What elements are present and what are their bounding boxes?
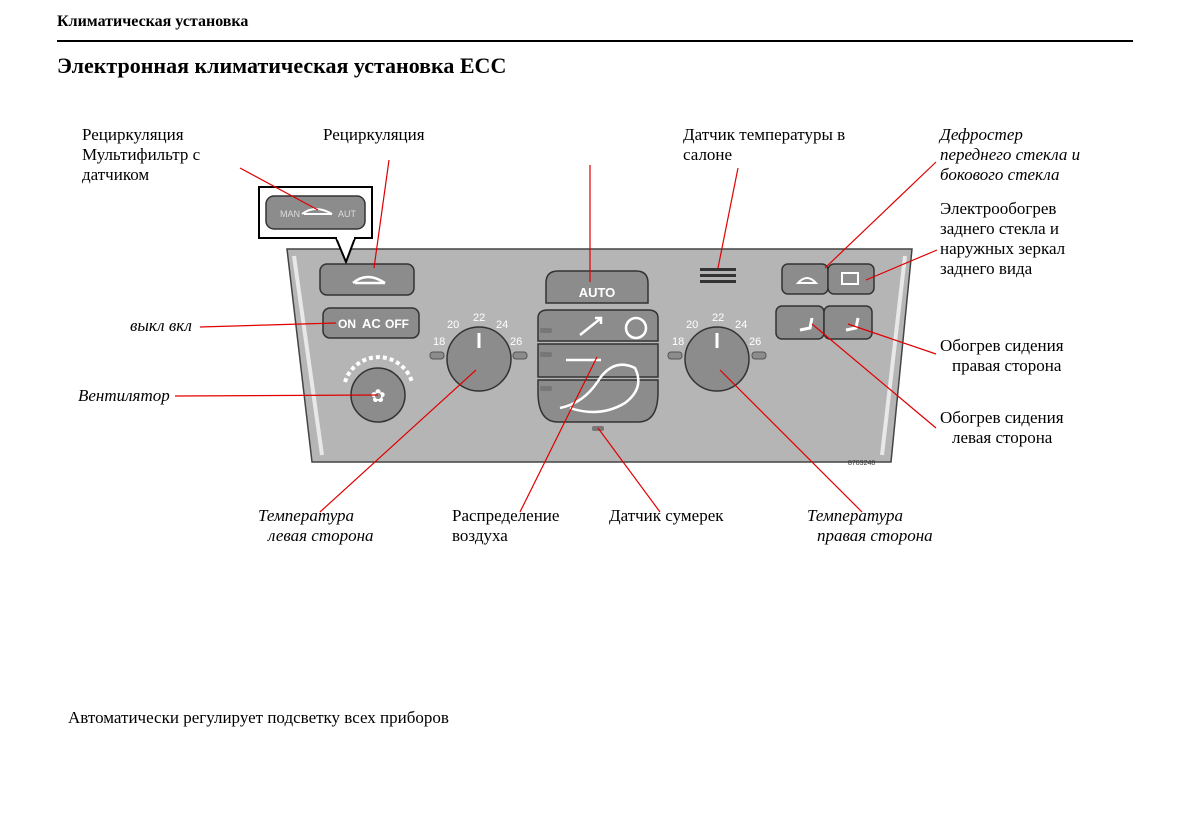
label-fan: Вентилятор: [78, 386, 170, 405]
label-seat-left: Обогрев сидения левая сторона: [940, 408, 1064, 447]
temp-right-20: 20: [686, 319, 698, 331]
part-code: 8703248: [848, 460, 875, 467]
footer-note: Автоматически регулирует подсветку всех …: [68, 708, 449, 727]
temp-right-26: 26: [749, 336, 761, 348]
header-rule: [57, 40, 1133, 42]
temp-left-22: 22: [473, 312, 485, 324]
recirc-auto-button: [265, 195, 366, 230]
temp-right-22: 22: [712, 312, 724, 324]
temp-left-26: 26: [510, 336, 522, 348]
ac-off-label: OFF: [385, 317, 409, 331]
auto-button: [545, 270, 649, 304]
temp-left-knob: [446, 326, 512, 392]
rear-heater-icon: [841, 272, 859, 285]
leader-lines: [174, 159, 938, 513]
label-air-distribution: Распределение воздуха: [452, 506, 560, 545]
label-temp-right: Температура правая сторона: [807, 506, 933, 545]
seat-left-icon: [799, 317, 814, 332]
temp-left-18: 18: [433, 336, 445, 348]
label-recirc-multifilter: Рециркуляция Мультифильтр с датчиком: [82, 125, 201, 184]
section-header: Климатическая установка: [57, 13, 249, 30]
seat-left-button: [775, 305, 825, 340]
fan-icon: ✿: [370, 386, 385, 406]
label-cabin-temp-sensor: Датчик температуры в салоне: [683, 125, 846, 164]
dist-floor-button: [537, 379, 659, 423]
temp-left-20: 20: [447, 319, 459, 331]
label-recirc: Рециркуляция: [323, 125, 425, 144]
label-temp-left: Температура левая сторона: [258, 506, 374, 545]
inset-man-label: MAN: [280, 209, 300, 219]
temp-left-24: 24: [496, 319, 508, 331]
label-seat-right: Обогрев сидения правая сторона: [940, 336, 1064, 375]
temp-right-24: 24: [735, 319, 747, 331]
ac-on-label: ON: [338, 317, 356, 331]
recirc-icon: [352, 275, 386, 285]
page-title: Электронная климатическая установка ECC: [57, 53, 507, 78]
inset-aut-label: AUT: [338, 209, 357, 219]
rear-heater-button: [827, 263, 875, 295]
temp-right-18: 18: [672, 336, 684, 348]
defroster-icon: [795, 277, 819, 284]
label-defroster: Дефростер переднего стекла и бокового ст…: [940, 125, 1081, 184]
ac-label: AC: [362, 316, 381, 331]
auto-label: AUTO: [579, 285, 616, 300]
seat-right-icon: [845, 317, 860, 332]
label-twilight-sensor: Датчик сумерек: [609, 506, 724, 525]
seat-right-button: [823, 305, 873, 340]
recirc-button: [319, 263, 415, 296]
label-ac-off-on: выкл вкл: [130, 316, 192, 335]
label-rear-heater: Электрообогрев заднего стекла и наружных…: [940, 199, 1066, 278]
temp-right-knob: [684, 326, 750, 392]
